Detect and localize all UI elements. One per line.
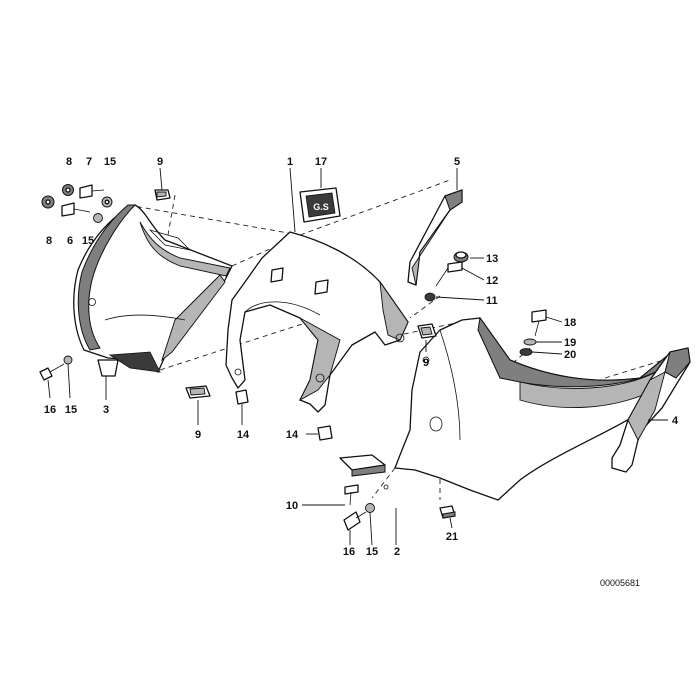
callout-18: 18 bbox=[564, 317, 576, 329]
callout-9-bottom: 9 bbox=[195, 429, 201, 441]
callout-16-bottom: 16 bbox=[343, 546, 355, 558]
callout-7: 7 bbox=[86, 156, 92, 168]
callout-9-right: 9 bbox=[423, 357, 429, 369]
callout-21: 21 bbox=[446, 531, 458, 543]
callouts: 1 17 5 13 12 11 18 19 20 9 9 9 8 7 15 8 … bbox=[44, 156, 679, 558]
part-5-trim-strip bbox=[407, 189, 463, 286]
callout-19: 19 bbox=[564, 337, 576, 349]
part-3-left-fairing bbox=[73, 204, 233, 377]
emblem-text: G.S bbox=[313, 202, 329, 212]
callout-14-right: 14 bbox=[286, 429, 299, 441]
callout-14-left: 14 bbox=[237, 429, 250, 441]
callout-15-left: 15 bbox=[82, 235, 94, 247]
callout-17: 17 bbox=[315, 156, 327, 168]
part-17-emblem: G.S bbox=[299, 187, 341, 223]
part-2-right-fairing bbox=[339, 316, 689, 501]
callout-10: 10 bbox=[286, 500, 298, 512]
callout-15-bottom: 15 bbox=[366, 546, 378, 558]
callout-1: 1 bbox=[287, 156, 293, 168]
callout-5: 5 bbox=[454, 156, 460, 168]
callout-9-top: 9 bbox=[157, 156, 163, 168]
callout-15-top: 15 bbox=[104, 156, 116, 168]
fasteners bbox=[39, 184, 547, 531]
leader-lines bbox=[47, 167, 668, 546]
callout-8-bottom: 8 bbox=[46, 235, 52, 247]
part-4-trim-strip bbox=[611, 347, 691, 473]
callout-8-top: 8 bbox=[66, 156, 72, 168]
callout-12: 12 bbox=[486, 275, 498, 287]
callout-2: 2 bbox=[394, 546, 400, 558]
callout-4: 4 bbox=[672, 415, 679, 427]
callout-15-lower-left: 15 bbox=[65, 404, 77, 416]
callout-6: 6 bbox=[67, 235, 73, 247]
callout-13: 13 bbox=[486, 253, 498, 265]
drawing-number: 00005681 bbox=[600, 578, 640, 588]
part-1-upper-fairing bbox=[225, 231, 409, 413]
callout-16-left: 16 bbox=[44, 404, 56, 416]
callout-3: 3 bbox=[103, 404, 109, 416]
callout-11: 11 bbox=[486, 295, 498, 307]
callout-20: 20 bbox=[564, 349, 576, 361]
